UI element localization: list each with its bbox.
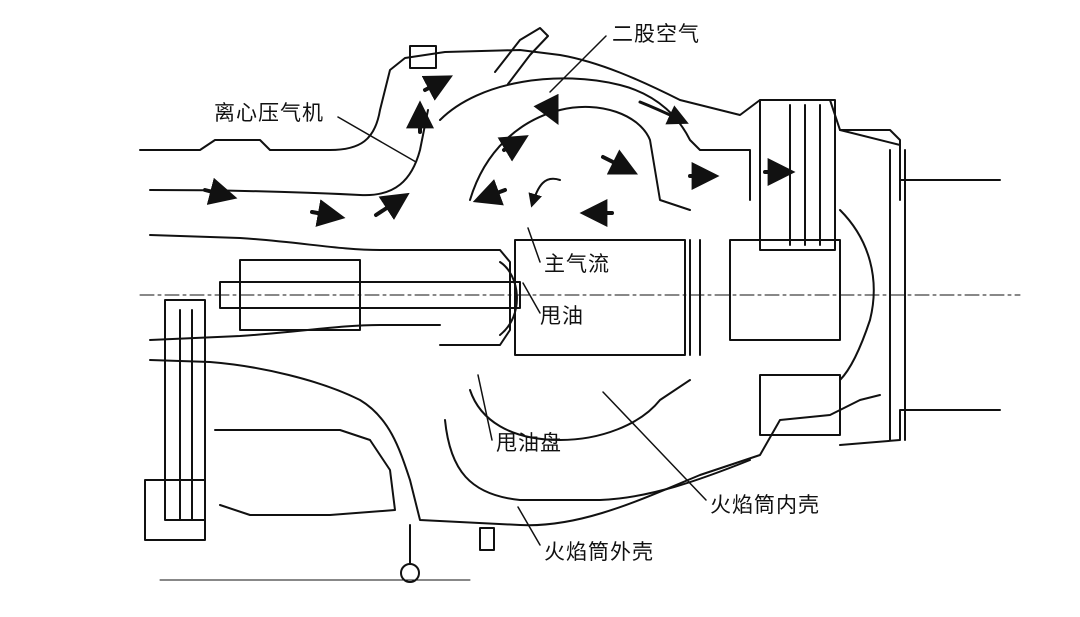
label-liner-outer-casing: 火焰筒外壳 [544,540,654,564]
label-oil-slinger-disk: 甩油盘 [496,431,562,455]
turbine-disk-housing [729,239,841,341]
flow-arrow [374,192,410,220]
combustion-chamber [514,239,686,356]
outer-casing-upper [139,49,901,201]
label-centrifugal-compressor: 离心压气机 [214,101,324,125]
bottom-mount-lug [400,563,420,583]
front-accessory-housing [164,299,206,521]
fuel-injector [494,27,549,85]
label-bypass-air: 二股空气 [612,22,700,46]
liner-inner-shell-lower [469,379,691,441]
liner-outer-casing [439,77,751,201]
bottom-drain-fitting [479,527,495,551]
shaft-bearing-housing [239,259,361,331]
flow-arrow-return [638,100,689,125]
igniter-fitting [409,45,437,69]
flow-arrow [601,149,639,175]
turbine-casing-lower [759,374,841,436]
leader-liner-outer-casing [517,506,541,546]
leader-bypass-air [549,35,607,93]
leader-liner-inner-casing [602,391,707,501]
leader-oil-slinging [522,282,541,314]
front-mount-flange [144,479,206,541]
label-liner-inner-casing: 火焰筒内壳 [710,493,820,517]
flow-arrow [533,93,559,126]
exhaust-duct-lower [839,409,1001,446]
turbine-nozzle-ring [759,99,836,251]
compressor-inlet-upper [149,234,441,251]
leader-centrifugal-compressor [337,116,417,163]
label-oil-slinging: 甩油 [540,304,584,328]
lower-gearbox-outline [214,429,396,516]
flow-arrow-dilution [528,177,561,208]
label-main-airflow: 主气流 [544,252,610,276]
exhaust-duct-upper [839,129,1001,181]
oil-slinger-disk [499,261,518,336]
flow-arrow [497,135,529,162]
compressor-impeller-hub [439,249,511,346]
flow-arrow [310,199,346,227]
turbine-exhaust-cone [839,209,875,381]
liner-inner-shell-upper [469,105,691,211]
leader-main-airflow [527,227,541,263]
flow-arrow [203,177,238,205]
flow-arrow [421,75,453,101]
compressor-inlet-lower [149,324,441,341]
leader-oil-slinger-disk [477,374,493,441]
flow-arrow [472,179,507,206]
main-shaft [219,281,521,309]
liner-outer-casing-lower [444,419,751,501]
